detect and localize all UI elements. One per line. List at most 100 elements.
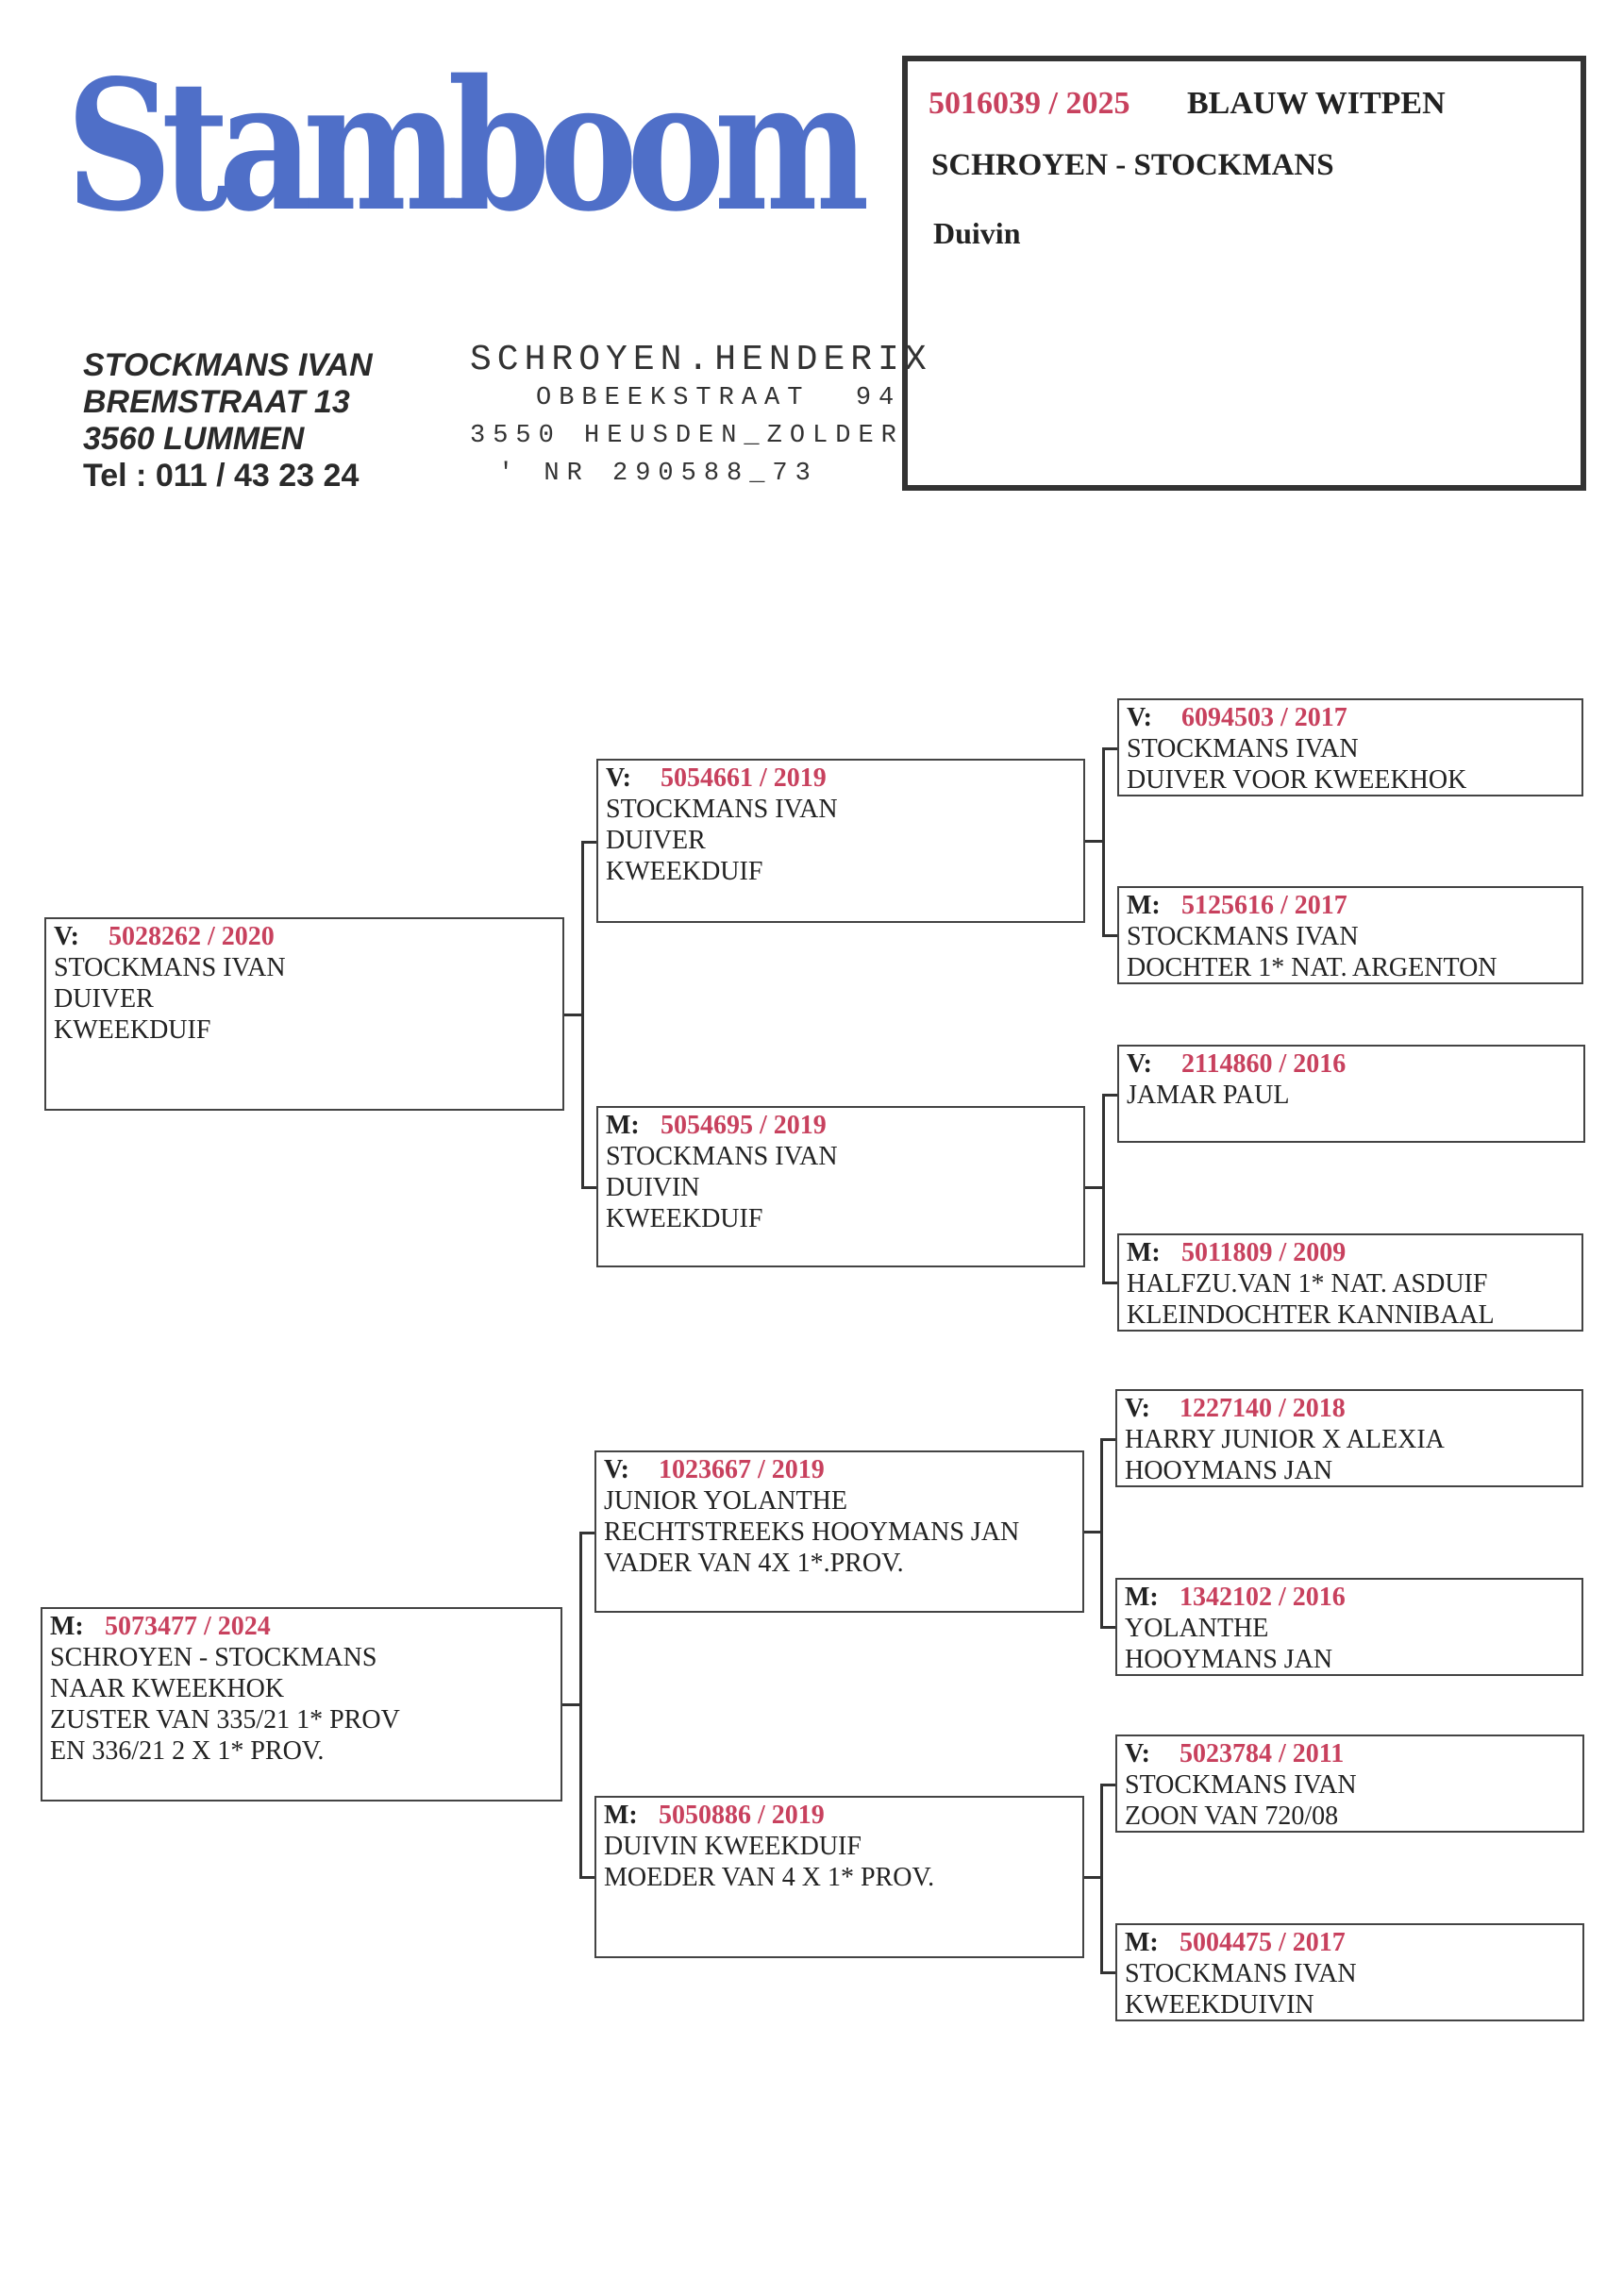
ring-line: M:1342102 / 2016 <box>1125 1582 1581 1613</box>
stamp-number: ' NR 290588_73 <box>498 460 818 488</box>
pedigree-text: STOCKMANS IVAN <box>606 1142 838 1171</box>
connector-line <box>1085 840 1102 843</box>
parent-label: V: <box>54 922 79 951</box>
parent-label: M: <box>606 1111 640 1140</box>
ring-number: 5023784 / 2011 <box>1180 1739 1345 1768</box>
stamboom-logo: Stamboom <box>66 41 870 251</box>
pedigree-text: EN 336/21 2 X 1* PROV. <box>50 1736 325 1766</box>
breeder-street: BREMSTRAAT 13 <box>83 384 350 420</box>
pedigree-text: HALFZU.VAN 1* NAT. ASDUIF <box>1127 1269 1488 1299</box>
connector-line <box>1102 1094 1105 1284</box>
parent-label: V: <box>1127 703 1152 732</box>
owner-stamp: SCHROYEN.HENDERIX OBBEEKSTRAAT 94 3550 H… <box>470 342 932 493</box>
stamp-city: 3550 HEUSDEN_ZOLDER <box>470 422 904 450</box>
pedigree-text: MOEDER VAN 4 X 1* PROV. <box>604 1863 935 1892</box>
ring-line: M: 5054695 / 2019 <box>606 1110 1083 1141</box>
stamp-street: OBBEEKSTRAAT 94 <box>536 384 902 412</box>
pedigree-text: KWEEKDUIF <box>54 1015 211 1045</box>
ring-line: V: 1227140 / 2018 <box>1125 1393 1581 1424</box>
pedigree-text: ZUSTER VAN 335/21 1* PROV <box>50 1705 400 1735</box>
parent-label: V: <box>1127 1049 1152 1079</box>
pigeon-header-box: 5016039 / 2025 BLAUW WITPEN SCHROYEN - S… <box>902 56 1586 491</box>
pedigree-text: STOCKMANS IVAN <box>1127 734 1359 763</box>
pedigree-text: ZOON VAN 720/08 <box>1125 1802 1339 1831</box>
parent-label: M: <box>50 1612 84 1641</box>
connector-line <box>1102 1282 1117 1284</box>
ring-number: 1342102 / 2016 <box>1180 1583 1346 1612</box>
ring-line: V: 5023784 / 2011 <box>1125 1738 1582 1769</box>
parent-label: M: <box>1127 891 1161 920</box>
ring-number: 5028262 / 2020 <box>109 922 275 951</box>
ring-number: 2114860 / 2016 <box>1181 1049 1347 1079</box>
ring-line: V:5054661 / 2019 <box>606 763 1083 794</box>
pedigree-text: KLEINDOCHTER KANNIBAAL <box>1127 1300 1495 1330</box>
parent-label: V: <box>606 763 631 793</box>
ring-line: V:1023667 / 2019 <box>604 1454 1082 1485</box>
connector-line <box>579 1532 594 1534</box>
pedigree-text: VADER VAN 4X 1*.PROV. <box>604 1549 904 1578</box>
connector-line <box>1084 1531 1100 1533</box>
ring-number: 1227140 / 2018 <box>1180 1394 1346 1423</box>
connector-line <box>1102 747 1105 937</box>
connector-line <box>581 1185 596 1189</box>
pedigree-text: STOCKMANS IVAN <box>1127 922 1359 951</box>
parent-label: M: <box>1127 1238 1161 1267</box>
connector-line <box>1100 1784 1103 1974</box>
connector-line <box>1100 1971 1115 1974</box>
connector-line <box>562 1703 579 1706</box>
stamp-name: SCHROYEN.HENDERIX <box>470 340 932 380</box>
connector-line <box>564 1013 581 1016</box>
pedigree-text: DUIVER <box>54 984 154 1014</box>
pigeon-sex: Duivin <box>933 216 1021 250</box>
pedigree-text: KWEEKDUIF <box>606 1204 763 1233</box>
ring-number: 5004475 / 2017 <box>1180 1928 1346 1957</box>
ring-line: M: 5125616 / 2017 <box>1127 890 1581 921</box>
connector-line <box>1084 1876 1100 1879</box>
connector-line <box>579 1876 594 1879</box>
pedigree-text: DUIVER VOOR KWEEKHOK <box>1127 765 1467 795</box>
pedigree-text: HOOYMANS JAN <box>1125 1456 1333 1485</box>
ring-line: V: 2114860 / 2016 <box>1127 1048 1583 1080</box>
ring-line: M:5011809 / 2009 <box>1127 1237 1581 1268</box>
parent-label: V: <box>1125 1739 1150 1768</box>
ring-line: V:6094503 / 2017 <box>1127 702 1581 733</box>
ring-number: 5125616 / 2017 <box>1181 891 1347 920</box>
ring-number: 5054695 / 2019 <box>661 1111 827 1140</box>
connector-line <box>581 841 584 1189</box>
connector-line <box>1102 747 1117 750</box>
pedigree-text: DUIVER <box>606 826 706 855</box>
pedigree-text: RECHTSTREEKS HOOYMANS JAN <box>604 1517 1020 1547</box>
connector-line <box>581 841 596 844</box>
pedigree-text: JUNIOR YOLANTHE <box>604 1486 847 1516</box>
pedigree-text: NAAR KWEEKHOK <box>50 1674 285 1703</box>
pedigree-text: SCHROYEN - STOCKMANS <box>50 1643 377 1672</box>
connector-line <box>579 1532 582 1879</box>
pigeon-owner: SCHROYEN - STOCKMANS <box>931 148 1334 182</box>
connector-line <box>1100 1626 1115 1629</box>
pedigree-text: STOCKMANS IVAN <box>606 795 838 824</box>
pedigree-text: KWEEKDUIF <box>606 857 763 886</box>
parent-label: V: <box>1125 1394 1150 1423</box>
pedigree-text: DUIVIN KWEEKDUIF <box>604 1832 862 1861</box>
pedigree-text: DUIVIN <box>606 1173 700 1202</box>
connector-line <box>1100 1438 1115 1441</box>
parent-label: M: <box>604 1801 638 1830</box>
breeder-city: 3560 LUMMEN <box>83 421 305 457</box>
ring-line: M:5073477 / 2024 <box>50 1611 561 1642</box>
pedigree-text: KWEEKDUIVIN <box>1125 1990 1314 2019</box>
pigeon-color: BLAUW WITPEN <box>1187 86 1446 121</box>
parent-label: V: <box>604 1455 629 1484</box>
